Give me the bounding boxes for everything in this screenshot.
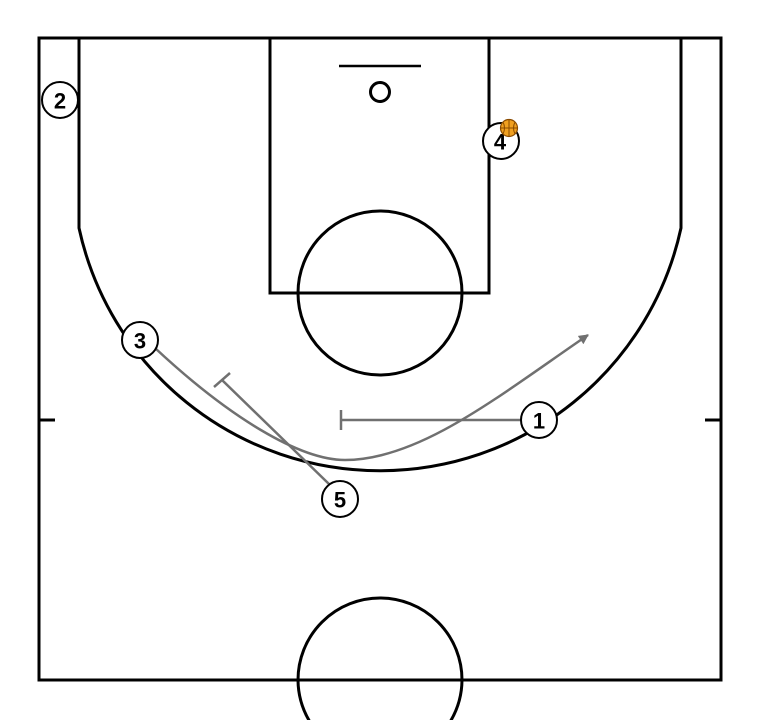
free-throw-circle — [296, 209, 464, 377]
player-5-label: 5 — [334, 488, 346, 513]
basketball-icon — [499, 118, 519, 138]
player-1[interactable]: 1 — [520, 401, 558, 439]
player-2-label: 2 — [54, 89, 66, 114]
player-5[interactable]: 5 — [321, 480, 359, 518]
center-circle-lower-left — [296, 679, 311, 720]
player-2-marker — [41, 81, 79, 119]
player-4-label: 4 — [494, 130, 507, 155]
player-1-marker — [520, 401, 558, 439]
player-3[interactable]: 3 — [121, 321, 159, 359]
court-lines — [37, 36, 723, 720]
free-throw-lane — [268, 36, 491, 295]
hoop — [369, 81, 391, 103]
player-3-label: 3 — [134, 329, 146, 354]
cut-arrow-player-3 — [154, 333, 589, 462]
player-3-marker — [121, 321, 159, 359]
player-1-label: 1 — [533, 409, 545, 434]
player-2[interactable]: 2 — [41, 81, 79, 119]
player-4[interactable]: 4 — [482, 118, 520, 160]
center-circle — [296, 596, 464, 681]
action-lines — [154, 333, 589, 486]
screen-end-player-5 — [213, 372, 231, 388]
center-circle-lower-right — [449, 679, 464, 720]
screen-line-player-5 — [221, 379, 331, 486]
player-5-marker — [321, 480, 359, 518]
players: 1 2 3 4 5 — [41, 81, 558, 518]
